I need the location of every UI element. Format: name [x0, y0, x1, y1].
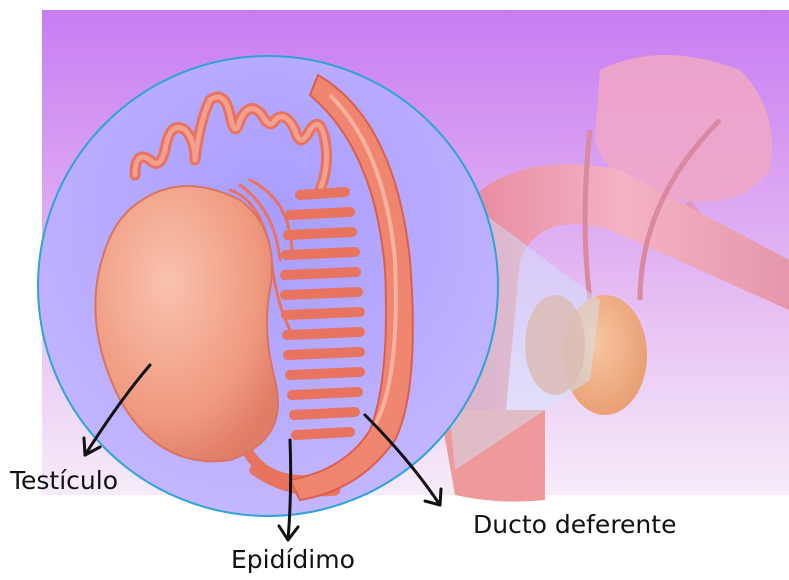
label-ducto-deferente: Ducto deferente — [473, 512, 676, 537]
label-epididimo: Epidídimo — [231, 547, 355, 572]
label-testiculo: Testículo — [10, 468, 118, 493]
